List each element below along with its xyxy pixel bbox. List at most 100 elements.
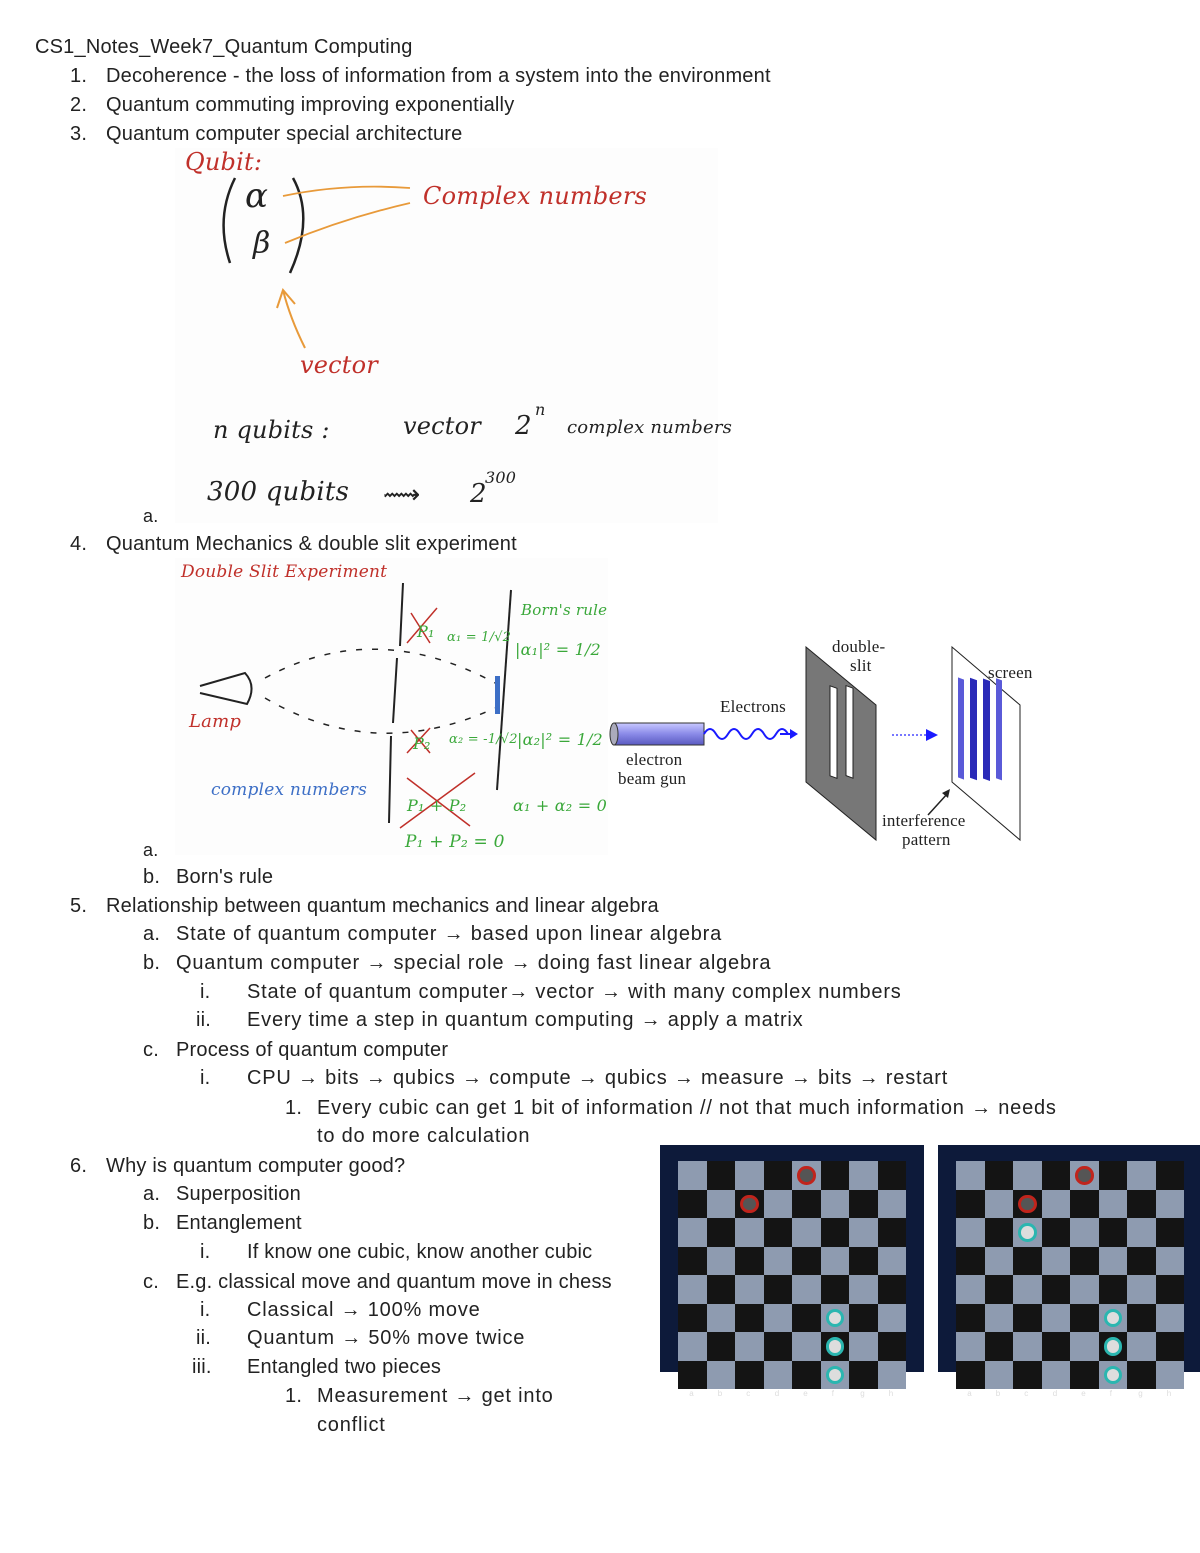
- two-base: 2: [515, 411, 532, 441]
- board-square: [877, 1275, 906, 1304]
- board-square: [956, 1189, 985, 1218]
- board-square: [984, 1303, 1013, 1332]
- board-square: [1041, 1161, 1070, 1190]
- board-square: [849, 1303, 878, 1332]
- double-slit-drawing: [199, 582, 512, 829]
- board-square: [763, 1161, 792, 1190]
- board-square: [984, 1275, 1013, 1304]
- sub-number: c.: [143, 1039, 159, 1061]
- white-piece: [1103, 1337, 1122, 1356]
- board-square: [1041, 1246, 1070, 1275]
- board-square: [763, 1275, 792, 1304]
- electrons-label: Electrons: [720, 697, 786, 716]
- item-number: 5.: [70, 895, 88, 917]
- board-square: [1155, 1161, 1184, 1190]
- board-square: [820, 1218, 849, 1247]
- black-piece: [740, 1194, 759, 1213]
- file-label: c: [1024, 1389, 1029, 1398]
- sub-number: ii.: [196, 1009, 212, 1031]
- sub-entangled: Entangled two pieces: [247, 1356, 442, 1378]
- board-square: [735, 1332, 764, 1361]
- board-square: [706, 1189, 735, 1218]
- screen-label: screen: [988, 663, 1033, 682]
- board-square: [792, 1360, 821, 1389]
- slit-label-2: slit: [850, 656, 872, 675]
- board-square: [678, 1161, 707, 1190]
- board-square: [763, 1246, 792, 1275]
- board-square: [1155, 1303, 1184, 1332]
- item-relationship: Relationship between quantum mechanics a…: [106, 895, 659, 917]
- board-square: [1127, 1275, 1156, 1304]
- board-square: [678, 1189, 707, 1218]
- file-label: f: [831, 1389, 834, 1398]
- board-square: [1098, 1275, 1127, 1304]
- item-why-good: Why is quantum computer good?: [106, 1155, 406, 1177]
- board-square: [1127, 1303, 1156, 1332]
- sub-superposition: Superposition: [176, 1183, 301, 1205]
- board-square: [1013, 1246, 1042, 1275]
- board-square: [820, 1161, 849, 1190]
- board-square: [792, 1275, 821, 1304]
- file-label: a: [689, 1389, 694, 1398]
- board-square: [1070, 1360, 1099, 1389]
- board-square: [735, 1218, 764, 1247]
- sub-number: 1.: [285, 1385, 303, 1407]
- board-square: [1070, 1218, 1099, 1247]
- board-square: [877, 1246, 906, 1275]
- board-square: [706, 1275, 735, 1304]
- board-square: [763, 1303, 792, 1332]
- file-label: d: [1052, 1389, 1058, 1398]
- beta-symbol: β: [253, 226, 271, 261]
- sub-number: ii.: [196, 1327, 212, 1349]
- board-square: [1013, 1303, 1042, 1332]
- board-square: [1041, 1218, 1070, 1247]
- pattern-label-2: pattern: [902, 830, 951, 849]
- sub-matrix: Every time a step in quantum computing →…: [247, 1009, 804, 1031]
- squiggle-arrow: ⟿: [383, 479, 421, 509]
- board-square: [877, 1360, 906, 1389]
- board-square: [820, 1275, 849, 1304]
- board-square: [849, 1189, 878, 1218]
- p-sum: P₁ + P₂ = 0: [405, 832, 505, 852]
- item-decoherence: Decoherence - the loss of information fr…: [106, 65, 771, 87]
- board-square: [1155, 1189, 1184, 1218]
- file-label: b: [995, 1389, 1001, 1398]
- board-square: [956, 1303, 985, 1332]
- board-square: [678, 1332, 707, 1361]
- file-label: g: [860, 1389, 865, 1398]
- board-square: [763, 1218, 792, 1247]
- board-square: [984, 1360, 1013, 1389]
- item-number: 1.: [70, 65, 88, 87]
- board-square: [849, 1218, 878, 1247]
- sub-number: i.: [200, 981, 211, 1003]
- board-square: [1098, 1218, 1127, 1247]
- board-square: [849, 1360, 878, 1389]
- board-square: [1098, 1246, 1127, 1275]
- sub-number: a.: [143, 840, 159, 860]
- sub-number: i.: [200, 1241, 211, 1263]
- qubit-sketch-image: Qubit: α β Complex numbers vector n qubi…: [175, 148, 732, 523]
- board-square: [849, 1275, 878, 1304]
- board-square: [706, 1246, 735, 1275]
- white-piece: [825, 1308, 844, 1327]
- sub-number: c.: [143, 1271, 159, 1293]
- complex-numbers-text: complex numbers: [567, 417, 733, 438]
- board-square: [1098, 1161, 1127, 1190]
- board-square: [1070, 1189, 1099, 1218]
- p-sum-crossed: P₁ + P₂: [407, 796, 467, 815]
- sub-classical: Classical → 100% move: [247, 1299, 481, 1321]
- board-square: [792, 1246, 821, 1275]
- board-square: [1155, 1275, 1184, 1304]
- board-square: [763, 1332, 792, 1361]
- file-label: g: [1138, 1389, 1143, 1398]
- gun-label-1: electron: [626, 750, 683, 769]
- file-label: a: [967, 1389, 972, 1398]
- board-square: [678, 1275, 707, 1304]
- sub-entanglement: Entanglement: [176, 1212, 302, 1234]
- sub-every-cubic: Every cubic can get 1 bit of information…: [317, 1097, 1057, 1119]
- board-square: [1041, 1332, 1070, 1361]
- sub-vector: State of quantum computer→ vector → with…: [247, 981, 902, 1003]
- board-square: [1127, 1332, 1156, 1361]
- board-square: [1127, 1189, 1156, 1218]
